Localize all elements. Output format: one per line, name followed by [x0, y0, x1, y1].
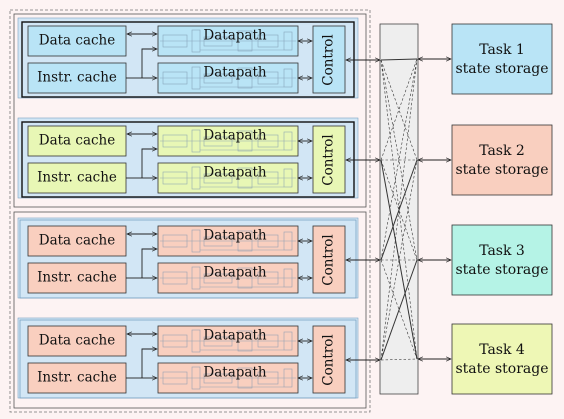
datapath-label: Datapath — [203, 65, 266, 81]
task-4-storage: Task 4 state storage — [418, 323, 553, 395]
cluster-frame-top — [13, 13, 367, 208]
task-title: Task 2 — [479, 143, 525, 159]
datapath-label: Datapath — [203, 265, 266, 281]
crossbar-link-core3-task2 — [380, 159, 418, 261]
icache-datapath1-link — [141, 49, 157, 78]
data-cache-label: Data cache — [39, 33, 116, 49]
control-box — [312, 125, 346, 194]
data-cache-box — [27, 225, 127, 257]
datapath-box: Datapath — [157, 125, 299, 157]
crossbar-link-core4-task4 — [380, 358, 418, 361]
datapath-label: Datapath — [203, 328, 266, 344]
crossbar-link-core1-task1 — [380, 58, 418, 61]
task-subtitle: state storage — [455, 61, 548, 77]
instr-cache-label: Instr. cache — [37, 170, 117, 186]
data-cache-label: Data cache — [39, 133, 116, 149]
crossbar-link-core2-task4 — [380, 159, 418, 360]
datapath-box: Datapath — [157, 225, 299, 257]
datapath-box: Datapath — [157, 262, 299, 294]
datapath-label: Datapath — [203, 228, 266, 244]
control-label: Control — [321, 334, 337, 385]
crossbar — [379, 23, 419, 395]
datapath-label: Datapath — [203, 28, 266, 44]
task-subtitle: state storage — [455, 361, 548, 377]
datapath-label: Datapath — [203, 365, 266, 381]
datapath-box: Datapath — [157, 62, 299, 94]
outer-frame — [9, 9, 371, 413]
instr-cache-box — [27, 362, 127, 394]
instr-cache-label: Instr. cache — [37, 270, 117, 286]
task-3-storage: Task 3 state storage — [418, 224, 553, 296]
crossbar-link-core3-task4 — [380, 259, 418, 360]
crossbar-link-core4-task3 — [380, 259, 418, 361]
task-1-storage: Task 1 state storage — [418, 23, 553, 95]
icache-datapath1-link — [141, 249, 157, 278]
data-cache-box — [27, 325, 127, 357]
datapath-label: Datapath — [203, 128, 266, 144]
control-label: Control — [321, 34, 337, 85]
control-box — [312, 25, 346, 94]
icache-datapath1-link — [141, 149, 157, 178]
instr-cache-label: Instr. cache — [37, 70, 117, 86]
data-cache-box — [27, 125, 127, 157]
datapath-box: Datapath — [157, 162, 299, 194]
task-title: Task 3 — [479, 243, 525, 259]
datapath-box: Datapath — [157, 362, 299, 394]
cluster-frame-bottom — [13, 211, 367, 409]
crossbar-link-core4-task2 — [380, 159, 418, 361]
instr-cache-label: Instr. cache — [37, 370, 117, 386]
task-title: Task 1 — [479, 42, 525, 58]
crossbar-link-core1-task3 — [380, 59, 418, 261]
task-title: Task 4 — [479, 342, 525, 358]
task-2-storage: Task 2 state storage — [418, 124, 553, 196]
control-box — [312, 225, 346, 294]
instr-cache-box — [27, 262, 127, 294]
instr-cache-box — [27, 162, 127, 194]
task-subtitle: state storage — [455, 162, 548, 178]
data-cache-label: Data cache — [39, 233, 116, 249]
task-subtitle: state storage — [455, 262, 548, 278]
datapath-box: Datapath — [157, 25, 299, 57]
data-cache-label: Data cache — [39, 333, 116, 349]
data-cache-box — [27, 25, 127, 57]
icache-datapath1-link — [141, 349, 157, 378]
control-label: Control — [321, 134, 337, 185]
control-box — [312, 325, 346, 394]
datapath-box: Datapath — [157, 325, 299, 357]
datapath-label: Datapath — [203, 165, 266, 181]
crossbar-link-core4-task1 — [380, 58, 418, 361]
control-label: Control — [321, 234, 337, 285]
